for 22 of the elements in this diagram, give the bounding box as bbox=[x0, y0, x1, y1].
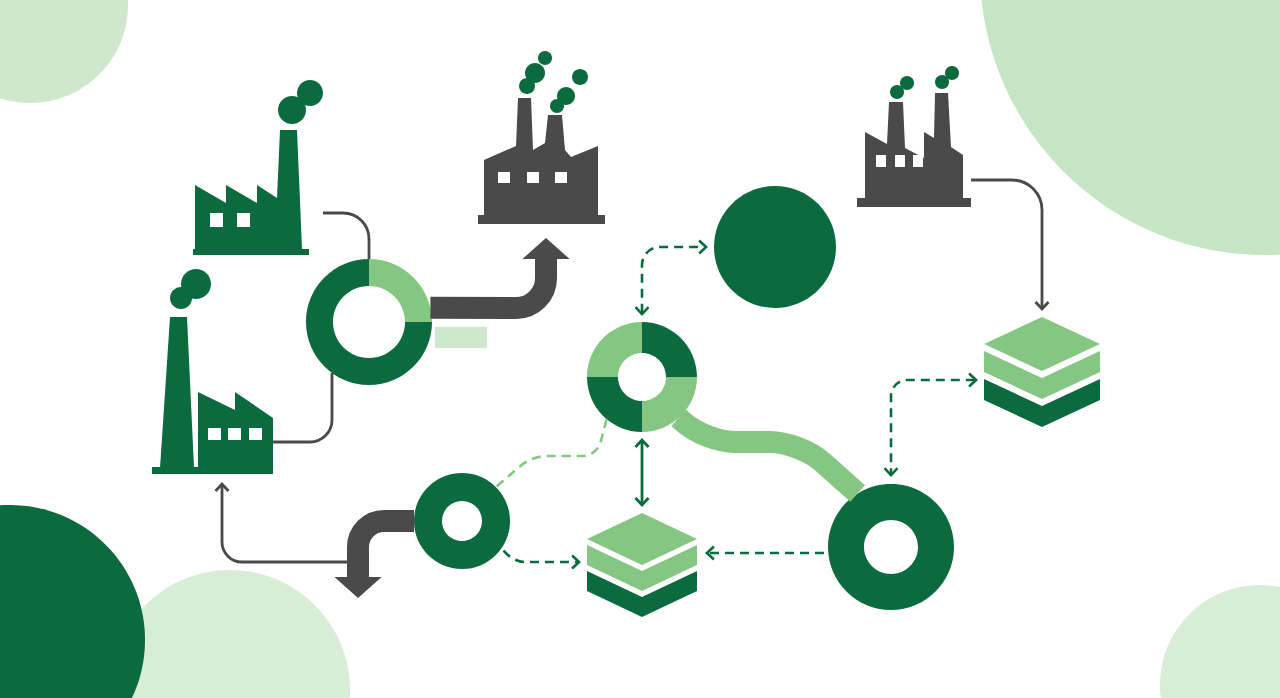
dashed-arrow bbox=[634, 239, 708, 316]
segmented-ring bbox=[587, 322, 697, 432]
layers-icon bbox=[984, 317, 1100, 427]
arrow bbox=[971, 178, 1050, 311]
dashed-line bbox=[495, 418, 608, 489]
ring bbox=[414, 473, 510, 569]
filled-circle bbox=[714, 186, 836, 308]
connector-line bbox=[273, 372, 334, 444]
double-arrow bbox=[634, 438, 650, 507]
layers-icon bbox=[587, 513, 697, 617]
dashed-arrow bbox=[502, 549, 581, 570]
dashed-arrow bbox=[705, 545, 824, 561]
factory-icon bbox=[857, 66, 971, 207]
arrow bbox=[214, 482, 347, 564]
flow-band bbox=[671, 409, 865, 502]
factory-icon bbox=[193, 80, 323, 255]
factory-icon bbox=[152, 269, 273, 474]
segmented-ring bbox=[306, 259, 432, 385]
ring bbox=[828, 484, 954, 610]
connector-line bbox=[323, 211, 371, 259]
factory-icon bbox=[478, 51, 605, 224]
dashed-arrow bbox=[883, 372, 978, 477]
